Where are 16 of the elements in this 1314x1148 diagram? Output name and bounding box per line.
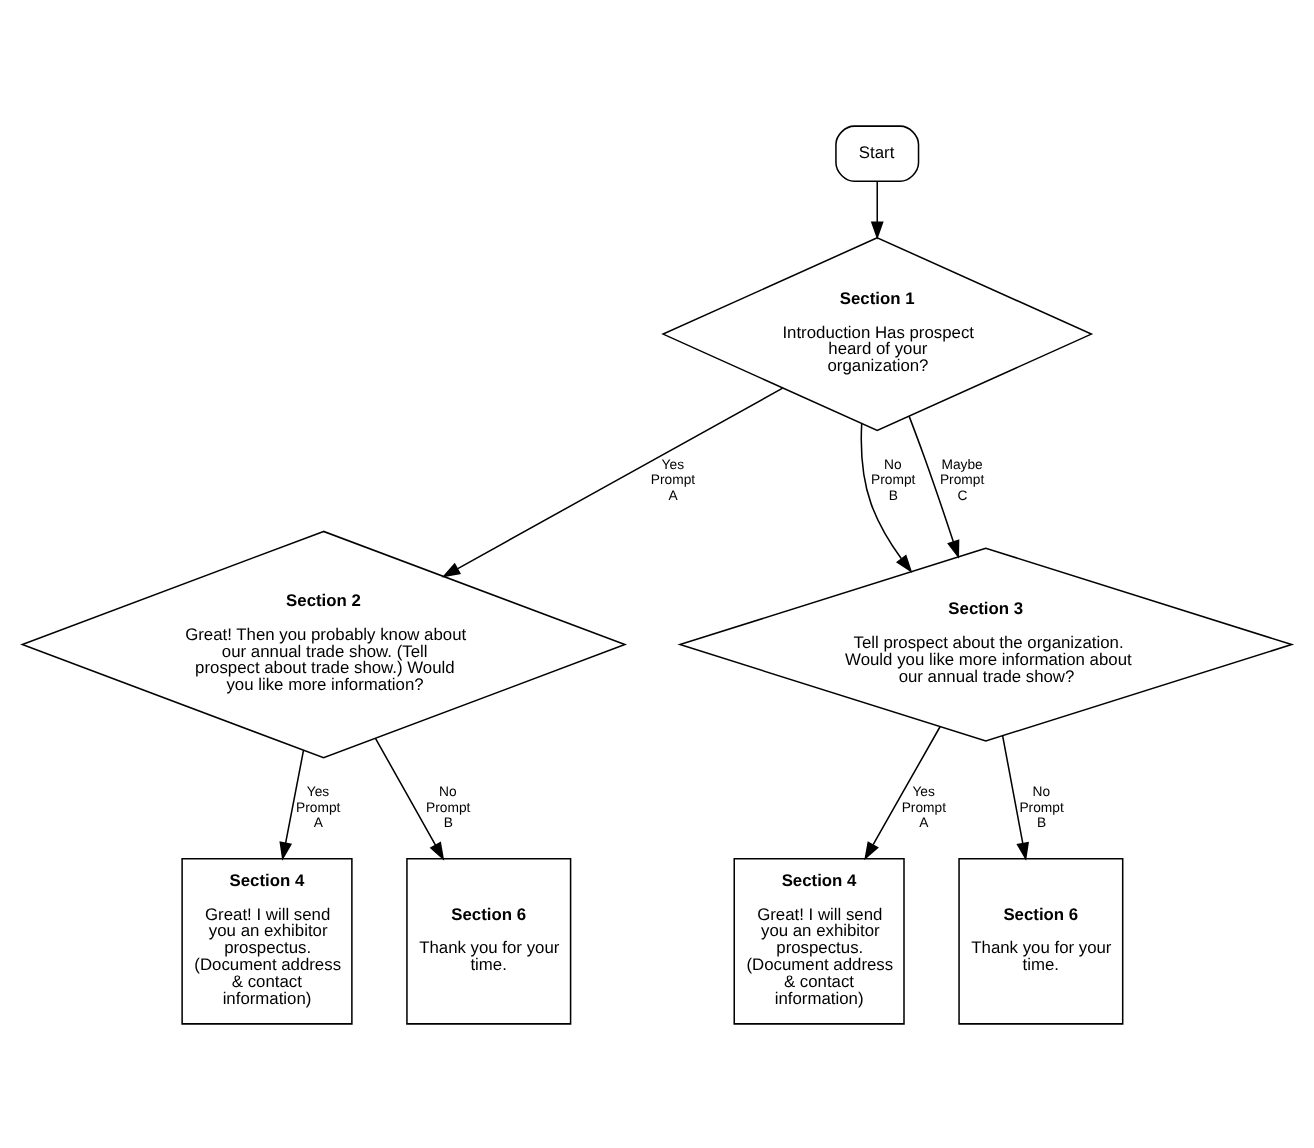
node-diamond: Section 1 Introduction Has prospect heard of your organization?	[661, 235, 1094, 431]
arrow	[864, 725, 941, 860]
node-diamond: Section 2 Great! Then you probably know about our annual trade show. (Tell prospect about trade show.) Would you like more information?	[20, 529, 628, 758]
node-box: Section 4 Great! I will send you an exhibitor prospectus. (Document address & contact information)	[733, 856, 905, 1024]
node-box: Section 6 Thank you for your time.	[958, 856, 1124, 1024]
node-box: Section 4 Great! I will send you an exhibitor prospectus. (Document address & contact information)	[181, 856, 353, 1024]
arrow	[860, 421, 913, 572]
node-box: Start	[835, 124, 920, 181]
arrow	[374, 736, 445, 860]
arrow	[908, 414, 960, 558]
arrow	[870, 179, 884, 239]
arrow	[441, 386, 784, 577]
node-box: Section 6 Thank you for your time.	[406, 856, 572, 1024]
arrow	[279, 748, 305, 860]
arrow	[1001, 734, 1030, 860]
node-diamond: Section 3 Tell prospect about the organization. Would you like more information about our annual trade show?	[677, 546, 1295, 741]
